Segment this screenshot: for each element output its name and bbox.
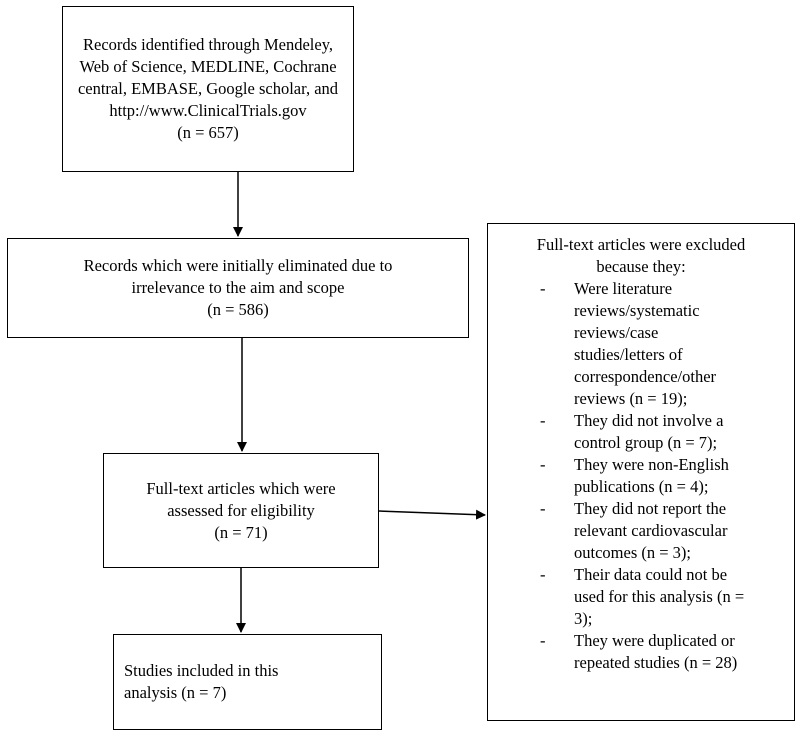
box-text-line: Studies included in this — [124, 661, 279, 680]
bullet-dash: - — [540, 631, 546, 650]
reason-line: publications (n = 4); — [574, 477, 709, 496]
reason-line: control group (n = 7); — [574, 433, 718, 452]
records-eliminated-box: Records which were initially eliminated … — [7, 238, 469, 338]
reason-line: used for this analysis (n = — [574, 587, 745, 606]
reason-line: They were duplicated or — [574, 631, 735, 650]
reason-line: studies/letters of — [574, 345, 683, 364]
reason-line: reviews (n = 19); — [574, 389, 688, 408]
exclusion-reason-no-control: - They did not involve a control group (… — [488, 410, 794, 454]
records-identified-count: (n = 657) — [177, 123, 239, 142]
bullet-dash: - — [540, 565, 546, 584]
box-text-line: Records identified through Mendeley, — [82, 35, 334, 54]
box-text-line: assessed for eligibility — [167, 500, 315, 520]
records-eliminated-count: (n = 586) — [207, 300, 269, 319]
box-text-line: http://www.ClinicalTrials.gov — [109, 101, 307, 120]
bullet-dash: - — [540, 455, 546, 474]
exclusion-reason-non-english: - They were non-English publications (n … — [488, 454, 794, 498]
fulltext-assessed-box: Full-text articles which were assessed f… — [103, 453, 379, 568]
box-text-line: Records which were initially eliminated … — [83, 256, 393, 275]
studies-included-box: Studies included in this analysis (n = 7… — [113, 634, 382, 730]
box-text-line: irrelevance to the aim and scope — [131, 278, 345, 297]
exclusion-reason-no-outcomes: - They did not report the relevant cardi… — [488, 498, 794, 564]
reason-line: 3); — [574, 609, 593, 628]
exclusion-reason-reviews: - Were literature reviews/systematic rev… — [488, 278, 794, 410]
reason-line: relevant cardiovascular — [574, 521, 728, 540]
excluded-heading-line: because they: — [596, 257, 686, 276]
reason-line: reviews/case — [574, 323, 659, 342]
box-text-line: Web of Science, MEDLINE, Cochrane — [79, 57, 337, 76]
box-text-line: Full-text articles which were — [146, 478, 336, 498]
excluded-heading-line: Full-text articles were excluded — [536, 235, 746, 254]
fulltext-assessed-count: (n = 71) — [214, 522, 268, 542]
records-identified-box: Records identified through Mendeley, Web… — [62, 6, 354, 172]
bullet-dash: - — [540, 279, 546, 298]
studies-included-count: analysis (n = 7) — [124, 683, 227, 702]
excluded-heading: Full-text articles were excluded because… — [488, 234, 794, 278]
exclusion-reason-unusable-data: - Their data could not be used for this … — [488, 564, 794, 630]
reason-line: Were literature — [574, 279, 673, 298]
excluded-articles-box: Full-text articles were excluded because… — [487, 223, 795, 721]
arrow-assessed-to-excluded — [378, 509, 486, 520]
reason-line: They did not report the — [574, 499, 727, 518]
reason-line: Their data could not be — [574, 565, 728, 584]
reason-line: reviews/systematic — [574, 301, 700, 320]
exclusion-reason-duplicates: - They were duplicated or repeated studi… — [488, 630, 794, 674]
reason-line: They did not involve a — [574, 411, 724, 430]
reason-line: They were non-English — [574, 455, 729, 474]
reason-line: correspondence/other — [574, 367, 717, 386]
reason-line: outcomes (n = 3); — [574, 543, 691, 562]
bullet-dash: - — [540, 411, 546, 430]
bullet-dash: - — [540, 499, 546, 518]
reason-line: repeated studies (n = 28) — [574, 653, 738, 672]
exclusion-reasons-list: - Were literature reviews/systematic rev… — [488, 278, 794, 674]
box-text-line: central, EMBASE, Google scholar, and — [77, 79, 339, 98]
